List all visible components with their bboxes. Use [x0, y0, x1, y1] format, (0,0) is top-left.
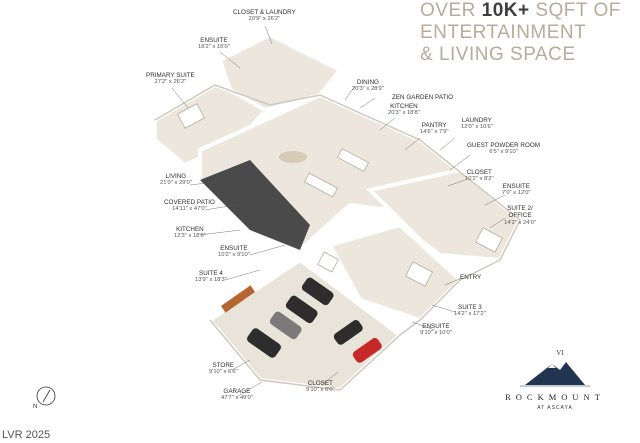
- bed-suite-3: [404, 261, 434, 287]
- mountain-logo-icon: [525, 362, 585, 385]
- headline-line2: ENTERTAINMENT: [420, 22, 587, 43]
- car-1: [301, 277, 334, 306]
- headline-line1: OVER 10K+ SQFT OF: [420, 0, 621, 21]
- garage-cabinet: [220, 285, 256, 313]
- car-4: [247, 328, 281, 358]
- compass-needle: [42, 389, 51, 403]
- compass-ring: [36, 386, 56, 406]
- brand-subtitle: AT ASCAYA: [537, 405, 573, 411]
- label-zen-garden-patio: ZEN GARDEN PATIO: [392, 94, 453, 101]
- brand-phase: VI: [556, 349, 564, 357]
- watermark: LVR 2025: [2, 429, 51, 441]
- brand-name: ROCKMOUNT: [505, 392, 605, 402]
- bed-suite-4: [317, 251, 339, 273]
- car-3: [269, 311, 302, 340]
- label-entry: ENTRY: [460, 274, 482, 281]
- covered-patio: [200, 160, 310, 250]
- wall-outline: [154, 84, 521, 391]
- car-6: [352, 338, 382, 363]
- compass-label: N: [33, 404, 38, 410]
- bed-primary: [176, 103, 206, 129]
- kitchen-island: [336, 148, 370, 172]
- headline: OVER 10K+ SQFT OF ENTERTAINMENT & LIVING…: [420, 0, 640, 66]
- headline-line3: & LIVING SPACE: [420, 44, 576, 65]
- sofa-living: [279, 151, 307, 163]
- bed-suite-2: [474, 227, 504, 253]
- kitchen-island-2: [303, 172, 339, 198]
- label-leader-lines: [171, 25, 506, 397]
- car-2: [285, 295, 318, 324]
- car-5: [333, 320, 363, 345]
